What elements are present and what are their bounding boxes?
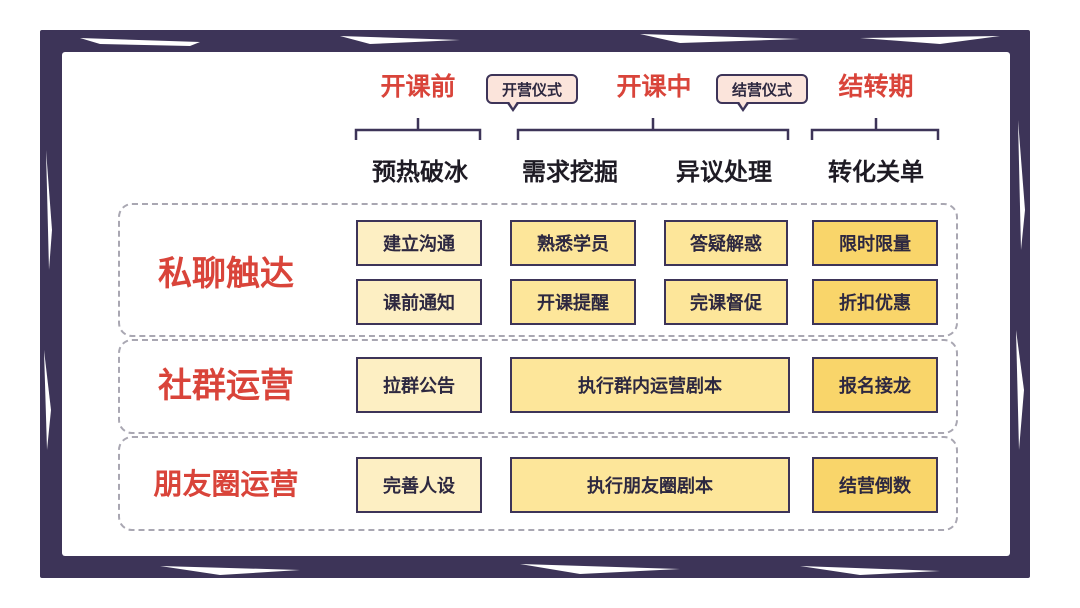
bracket-after (810, 118, 940, 140)
task-box: 答疑解惑 (664, 220, 788, 266)
row-label-moments: 朋友圈运营 (153, 467, 299, 501)
task-box: 结营倒数 (812, 457, 938, 513)
task-box: 完善人设 (356, 457, 482, 513)
task-box: 熟悉学员 (510, 220, 636, 266)
frame-texture (44, 34, 1025, 575)
callout-tail (506, 100, 520, 112)
phase-warmup: 预热破冰 (372, 158, 468, 186)
task-box: 限时限量 (812, 220, 938, 266)
task-box: 建立沟通 (356, 220, 482, 266)
phase-objection: 异议处理 (676, 158, 772, 186)
callout-label: 开营仪式 (501, 80, 562, 99)
section-community (118, 339, 958, 434)
phase-conversion: 转化关单 (828, 158, 924, 186)
stage-during: 开课中 (616, 72, 692, 101)
task-box: 拉群公告 (356, 357, 482, 413)
callout-label: 结营仪式 (731, 80, 792, 99)
task-box: 开课提醒 (510, 279, 636, 325)
closing-ceremony-callout: 结营仪式 (716, 74, 808, 112)
opening-ceremony-callout: 开营仪式 (486, 74, 578, 112)
callout-tail (736, 100, 750, 112)
phase-demand: 需求挖掘 (522, 158, 618, 186)
stage-before: 开课前 (380, 72, 456, 101)
task-box: 课前通知 (356, 279, 482, 325)
task-box: 执行朋友圈剧本 (510, 457, 790, 513)
section-moments (118, 436, 958, 531)
bracket-before (354, 118, 482, 140)
task-box: 折扣优惠 (812, 279, 938, 325)
row-label-private-chat: 私聊触达 (158, 254, 294, 294)
row-label-community: 社群运营 (158, 366, 294, 406)
bracket-during (516, 118, 790, 140)
task-box: 完课督促 (664, 279, 788, 325)
task-box: 报名接龙 (812, 357, 938, 413)
stage-after: 结转期 (838, 72, 914, 101)
section-private-chat (118, 203, 958, 337)
task-box: 执行群内运营剧本 (510, 357, 790, 413)
